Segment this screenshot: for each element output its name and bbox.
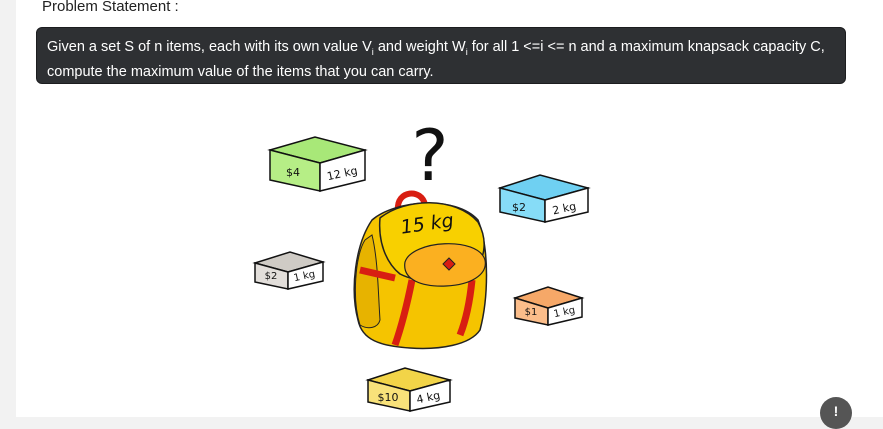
item-box-yellow: $10 4 kg: [365, 367, 453, 412]
item-weight: 2 kg: [551, 200, 577, 218]
statement-text-line2: compute the maximum value of the items t…: [47, 63, 434, 80]
item-price: $2: [512, 201, 526, 214]
item-weight: 12 kg: [326, 164, 359, 183]
statement-text-1: Given a set S of n items, each with its …: [47, 39, 372, 55]
item-weight: 1 kg: [293, 269, 317, 284]
item-box-grey: $2 1 kg: [252, 251, 326, 290]
item-price: $4: [286, 166, 300, 179]
question-mark: ?: [411, 115, 448, 197]
navigation-button[interactable]: !: [820, 397, 852, 429]
statement-text-3: for all 1 <=i <= n and a maximum knapsac…: [467, 39, 825, 55]
item-box-blue: $2 2 kg: [497, 174, 591, 223]
problem-statement-heading: Problem Statement :: [42, 0, 179, 15]
item-price: $2: [265, 271, 278, 282]
statement-subscript-w: i: [465, 46, 468, 57]
nav-button-label: !: [833, 403, 839, 419]
item-weight: 1 kg: [553, 305, 577, 320]
statement-subscript-v: i: [371, 46, 374, 57]
statement-text-2: and weight W: [373, 39, 466, 55]
item-price: $10: [378, 391, 399, 404]
knapsack-illustration: ? $4 12 kg $2 2 kg $2 1 kg $1 1 kg $10: [252, 115, 591, 412]
knapsack-bag: 15 kg: [353, 190, 488, 350]
problem-statement-box: Given a set S of n items, each with its …: [36, 27, 846, 84]
item-price: $1: [525, 307, 538, 318]
item-box-orange: $1 1 kg: [512, 286, 585, 326]
item-box-green: $4 12 kg: [267, 136, 368, 192]
item-weight: 4 kg: [415, 389, 441, 407]
